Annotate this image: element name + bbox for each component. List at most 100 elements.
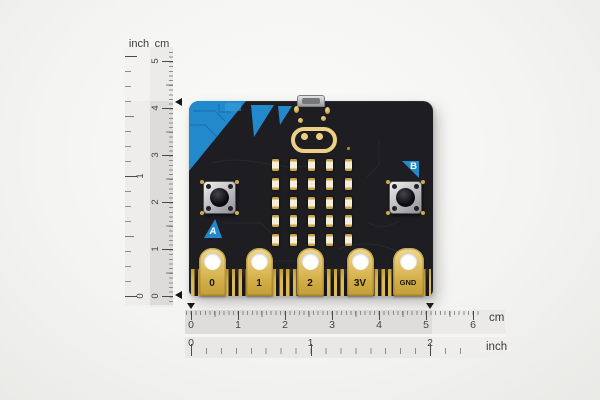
marker-board-right-edge [426, 303, 434, 309]
button-leg [392, 206, 397, 211]
inch-tick-label: 0 [188, 337, 194, 349]
marker-board-left-edge [187, 303, 195, 309]
led-r2-c4 [344, 196, 352, 209]
cm-tick-label: 3 [150, 152, 161, 158]
solder-pad [386, 180, 390, 184]
cm-tick-label: 0 [188, 319, 194, 331]
inch-tick-label: 1 [307, 337, 314, 349]
inch-tick-label: 2 [427, 337, 433, 349]
solder-pad [421, 211, 425, 215]
gold-pad [325, 107, 330, 114]
pin-pad-0: 0 [198, 248, 226, 296]
horizontal-ruler-cm-unit: cm [489, 312, 505, 324]
button-leg [414, 184, 419, 189]
cm-tick [426, 311, 427, 320]
blue-trace-pad [225, 103, 241, 111]
pin-hole [250, 252, 268, 270]
usb-connector [297, 95, 325, 107]
cm-tick [162, 155, 173, 156]
marker-board-top-edge [175, 98, 182, 106]
cm-tick-label: 3 [329, 319, 335, 331]
cm-tick [238, 311, 239, 320]
cm-tick-label: 6 [470, 319, 476, 331]
cm-tick [285, 311, 286, 320]
pin-label: GND [399, 278, 417, 287]
led-r2-c1 [289, 196, 297, 209]
led-r4-c1 [289, 234, 297, 246]
cm-tick-label: 2 [282, 319, 288, 331]
button-a-cap [210, 188, 229, 207]
usb-slot [302, 98, 320, 104]
cm-tick [379, 311, 380, 320]
led-r2-c3 [326, 196, 334, 209]
vertical-ruler-2inch-tick [125, 56, 137, 57]
led-r1-c4 [344, 177, 352, 190]
led-r3-c1 [289, 215, 297, 228]
inch-tick-label: 1 [135, 173, 146, 179]
logo-left-eye [301, 133, 308, 140]
horizontal-ruler-divider [185, 334, 505, 337]
button-leg [206, 206, 211, 211]
button-b [386, 180, 425, 215]
solder-pad [235, 180, 239, 184]
button-leg [228, 184, 233, 189]
button-a [200, 180, 239, 215]
gold-pad [294, 106, 299, 113]
pin-pad-1: 1 [245, 248, 273, 296]
led-r3-c3 [326, 215, 334, 228]
solder-pad [200, 211, 204, 215]
led-r4-c0 [271, 234, 279, 246]
cm-tick-label: 2 [150, 199, 161, 205]
pin-label: 1 [256, 278, 262, 289]
led-r0-c2 [308, 159, 315, 171]
horizontal-ruler-5mm-ticks [191, 311, 481, 317]
led-r2-c2 [308, 196, 315, 209]
cm-tick-label: 5 [150, 58, 161, 64]
button-leg [392, 184, 397, 189]
pin-label: 2 [307, 278, 313, 289]
led-r4-c3 [326, 234, 334, 246]
pin-hole [351, 252, 369, 270]
led-r4-c4 [344, 234, 352, 246]
pin-pad-2: 2 [296, 248, 324, 296]
led-r3-c0 [271, 215, 279, 228]
cm-tick-label: 5 [423, 319, 429, 331]
cm-tick [332, 311, 333, 320]
pin-pad-GND: GND [392, 248, 424, 296]
led-r1-c0 [271, 177, 279, 190]
inch-tick [125, 176, 137, 177]
inch-tick [430, 344, 431, 356]
cm-tick [162, 249, 173, 250]
pin-hole [399, 252, 417, 270]
vertical-ruler-inch-header: inch [128, 38, 150, 50]
led-r1-c3 [326, 177, 334, 190]
inch-tick [125, 296, 137, 297]
button-leg [414, 206, 419, 211]
inch-tick [191, 344, 192, 356]
led-r2-c0 [271, 196, 279, 209]
cm-tick [191, 311, 192, 320]
led-r4-c2 [308, 234, 315, 246]
pcb-artwork [189, 101, 402, 262]
microbit-logo-oval [291, 127, 337, 153]
cm-tick-label: 4 [150, 105, 161, 111]
pcb-traces [210, 139, 402, 262]
horizontal-ruler-inch-minor-ticks [191, 348, 469, 354]
button-b-label: B [410, 161, 417, 172]
led-r0-c3 [326, 159, 334, 171]
pin-hole [301, 252, 319, 270]
led-r1-c1 [289, 177, 297, 190]
led-r3-c4 [344, 215, 352, 228]
cm-tick-label: 0 [150, 293, 161, 299]
cm-tick [162, 108, 173, 109]
blue-corner-graphic [189, 101, 292, 171]
led-r3-c2 [308, 215, 315, 228]
gold-pad [298, 118, 303, 123]
cm-tick-label: 1 [235, 319, 241, 331]
marker-board-bottom-edge [175, 291, 182, 299]
button-leg [228, 206, 233, 211]
vertical-ruler-cm-header: cm [154, 38, 170, 50]
small-orange-led [347, 147, 350, 150]
solder-pad [386, 211, 390, 215]
